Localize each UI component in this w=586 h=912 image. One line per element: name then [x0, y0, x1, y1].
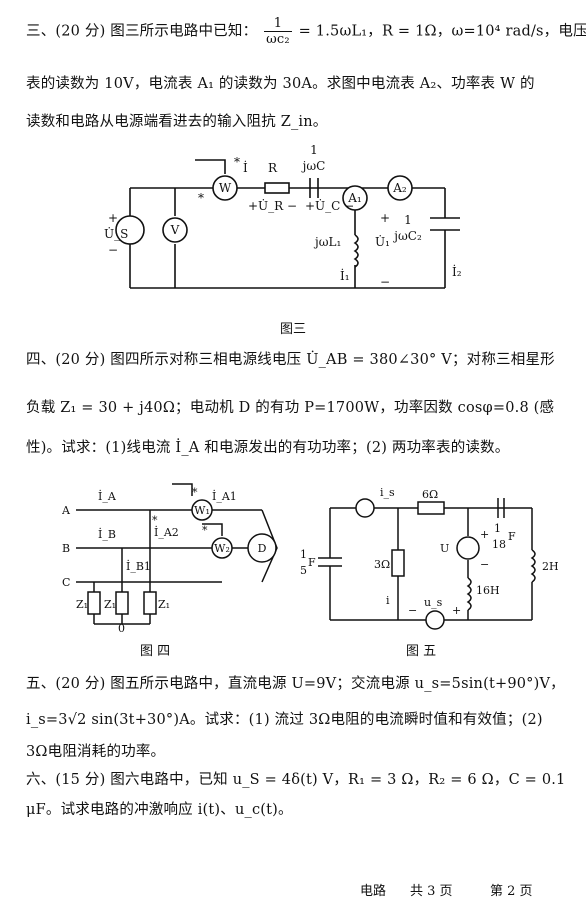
voltmeter-circle — [162, 217, 188, 243]
q3-fraction: 1 ωc₂ — [264, 16, 292, 47]
q3-line1: 三、(20 分) 图三所示电路中已知： 1 ωc₂ = 1.5ωL₁，R = 1… — [26, 16, 586, 47]
w-star-1: * — [198, 191, 204, 205]
ib-label: İ_B — [98, 527, 116, 541]
wattmeter-w2-circle — [211, 537, 233, 559]
ammeter-a1-label: A₁ — [347, 191, 361, 205]
z1-label-b: Z₁ — [104, 598, 116, 611]
phase-b-label: B — [62, 542, 70, 555]
us-label: u_s — [424, 596, 443, 609]
current-i-label: İ — [243, 160, 248, 175]
figure-5-circuit: i_s 6Ω 3Ω 1 5 F 1 18 F U + − 16H 2H i u_… — [300, 486, 559, 630]
ur-label: +U̇_R − — [248, 198, 297, 213]
ia2-star: * — [152, 514, 158, 527]
footer-total-pages: 共 3 页 — [410, 884, 453, 899]
figure-4-circuit: A B C İ_A İ_B İ_A1 İ_A2 İ_B1 W₁ W₂ D Z₁ … — [62, 483, 278, 634]
uc-label: +U̇_C − — [305, 198, 354, 213]
footer-page-number: 第 2 页 — [490, 884, 533, 899]
three-ohm-label: 3Ω — [374, 558, 390, 571]
us-minus: − — [408, 604, 417, 617]
q3-frac-num: 1 — [264, 16, 292, 32]
c2-num: 1 — [404, 213, 412, 227]
w1-label: W₁ — [194, 504, 210, 517]
fig5-caption: 图 五 — [406, 644, 437, 659]
motor-d-circle — [247, 533, 277, 563]
q3-line3: 读数和电路从电源端看进去的输入阻抗 Z_in。 — [26, 114, 328, 130]
wattmeter-circle — [212, 175, 238, 201]
cap18-den: 18 — [492, 538, 506, 551]
u1-minus: − — [380, 275, 390, 289]
left-cap-den: 5 — [300, 564, 307, 577]
w1-star: * — [192, 486, 198, 499]
cap-den: jωC — [301, 159, 326, 173]
ammeter-a2-label: A₂ — [392, 181, 407, 195]
neutral-0-label: 0 — [118, 622, 125, 634]
u-source-circle — [456, 536, 480, 560]
cap18-num: 1 — [494, 522, 501, 535]
q6-line1: 六、(15 分) 图六电路中，已知 u_S = 4δ(t) V，R₁ = 3 Ω… — [26, 772, 566, 788]
q3-given: = 1.5ωL₁，R = 1Ω，ω=10⁴ rad/s，电压 — [298, 23, 586, 40]
phase-c-label: C — [62, 576, 70, 589]
w-star-2: * — [234, 155, 240, 169]
i1-label: İ₁ — [340, 268, 350, 283]
us-plus: + — [108, 211, 118, 225]
z1-label-c: Z₁ — [158, 598, 170, 611]
figure-3-circuit: V W A₁ A₂ İ R 1 jωC +U̇_R − +U̇_C − + U̇… — [104, 143, 462, 289]
ammeter-a1-circle — [342, 185, 368, 211]
u1-label: U̇₁ — [375, 234, 390, 249]
wattmeter-w1-circle — [191, 499, 213, 521]
us-plus: + — [452, 604, 461, 617]
q5-line2: i_s=3√2 sin(3t+30°)A。试求：(1) 流过 3Ω电阻的电流瞬时… — [26, 712, 543, 728]
c2-den: jωC₂ — [392, 229, 422, 243]
q5-line1: 五、(20 分) 图五所示电路中，直流电源 U=9V；交流电源 u_s=5sin… — [26, 676, 565, 692]
q4-line1: 四、(20 分) 图四所示对称三相电源线电压 U̇_AB = 380∠30° V… — [26, 352, 555, 368]
q5-line3: 3Ω电阻消耗的功率。 — [26, 744, 166, 760]
u-plus: + — [480, 528, 489, 541]
i-label: i — [386, 594, 390, 607]
w2-label: W₂ — [214, 542, 230, 555]
ib1-label: İ_B1 — [126, 559, 151, 573]
cap-num: 1 — [310, 143, 318, 157]
left-cap-num: 1 — [300, 548, 307, 561]
fig3-caption: 图三 — [280, 322, 307, 337]
q3-frac-den: ωc₂ — [266, 32, 290, 47]
z1-label-a: Z₁ — [76, 598, 88, 611]
q3-line2: 表的读数为 10V，电流表 A₁ 的读数为 30A。求图中电流表 A₂、功率表 … — [26, 76, 535, 92]
u-label: U — [440, 542, 449, 555]
left-cap-f: F — [308, 556, 316, 569]
us-label: U̇_S — [104, 226, 128, 241]
ia2-label: İ_A2 — [154, 525, 179, 539]
us-minus: − — [108, 243, 118, 257]
ia-label: İ_A — [98, 489, 117, 503]
six-ohm-label: 6Ω — [422, 488, 438, 501]
h2-label: 2H — [542, 560, 559, 573]
source-circle — [115, 215, 145, 245]
us-source-circle — [425, 610, 445, 630]
q3-prefix: 三、(20 分) 图三所示电路中已知： — [26, 23, 258, 40]
resistor-r-label: R — [268, 161, 278, 175]
inductor-label: jωL₁ — [313, 235, 341, 249]
q6-line2: μF。试求电路的冲激响应 i(t)、u_c(t)。 — [26, 802, 293, 818]
voltmeter-label: V — [170, 223, 180, 237]
ia1-label: İ_A1 — [212, 489, 237, 503]
is-label: i_s — [380, 486, 395, 499]
fig4-caption: 图 四 — [140, 644, 171, 659]
cap18-f: F — [508, 530, 516, 543]
motor-d-label: D — [258, 542, 267, 555]
ammeter-a2-circle — [387, 175, 413, 201]
u1-plus: + — [380, 211, 390, 225]
q4-line3: 性)。试求：(1)线电流 İ_A 和电源发出的有功功率；(2) 两功率表的读数。 — [26, 440, 510, 456]
h16-label: 16H — [476, 584, 500, 597]
w2-star: * — [202, 524, 208, 537]
phase-a-label: A — [62, 504, 71, 517]
q4-line2: 负载 Z₁ = 30 + j40Ω；电动机 D 的有功 P=1700W，功率因数… — [26, 400, 555, 416]
footer-subject: 电路 — [360, 884, 387, 899]
wattmeter-label: W — [219, 181, 232, 195]
is-source-circle — [355, 498, 375, 518]
i2-label: İ₂ — [452, 264, 462, 279]
u-minus: − — [480, 558, 489, 571]
